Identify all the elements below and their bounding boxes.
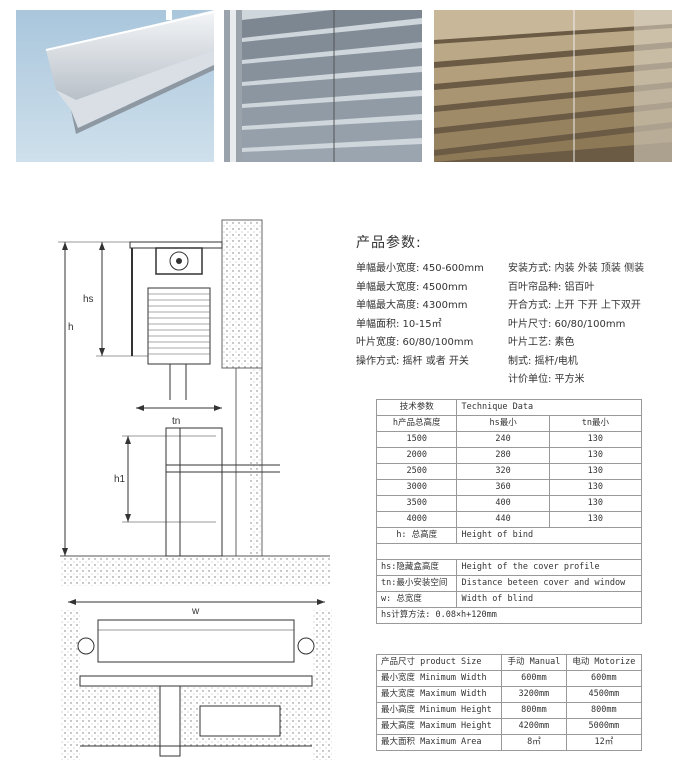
product-params: 产品参数: 单幅最小宽度: 450-600mm 单幅最大宽度: 4500mm 单…: [356, 232, 676, 400]
table-header-row: 技术参数 Technique Data: [375, 399, 642, 416]
table-header-row: 产品尺寸 product Size 手动 Manual 电动 Motorize: [375, 654, 643, 671]
product-size-table: 产品尺寸 product Size 手动 Manual 电动 Motorize …: [375, 654, 643, 751]
table-cell: 最大宽度 Maximum Width: [375, 686, 503, 703]
table-cell: Distance beteen cover and window: [456, 575, 642, 592]
table-row: 最大宽度 Maximum Width 3200mm 4500mm: [375, 686, 643, 703]
photo-blind-slats: [224, 10, 422, 162]
table-cell: 320: [456, 463, 550, 480]
label-h: h: [68, 322, 74, 333]
params-right-col: 安装方式: 内装 外装 顶装 侧装 百叶帘品种: 铝百叶 开合方式: 上开 下开…: [508, 260, 644, 390]
table-cell: Width of blind: [456, 591, 642, 608]
table-cell: 技术参数: [375, 399, 458, 416]
table-cell: 3500: [375, 495, 458, 512]
param-line: 制式: 摇杆/电机: [508, 355, 578, 367]
table-row: tn:最小安装空间 Distance beteen cover and wind…: [375, 575, 642, 592]
table-cell: 8㎡: [501, 734, 567, 751]
table-cell: 130: [548, 495, 643, 512]
table-cell: 最小宽度 Minimum Width: [375, 670, 503, 687]
table-cell: 600mm: [565, 670, 643, 687]
table-cell: 电动 Motorize: [565, 654, 643, 671]
params-title: 产品参数:: [356, 235, 422, 251]
table-cell: 最大面积 Maximum Area: [375, 734, 503, 751]
table-row: 2500 320 130: [375, 463, 643, 480]
param-line: 开合方式: 上开 下开 上下双开: [508, 300, 641, 311]
table-cell: 12㎡: [565, 734, 643, 751]
table-row: h: 总高度 Height of bind: [375, 527, 642, 544]
table-row: 2000 280 130: [375, 447, 643, 464]
table-cell: h产品总高度: [375, 415, 458, 432]
table-cell: Technique Data: [456, 399, 642, 416]
param-line: 叶片工艺: 素色: [508, 337, 575, 348]
table-row: hs:隐藏盒高度 Height of the cover profile: [375, 559, 642, 576]
table-cell: 130: [548, 511, 643, 528]
table-cell: tn:最小安装空间: [375, 575, 458, 592]
table-row: 1500 240 130: [375, 431, 643, 448]
label-tn: tn: [172, 416, 180, 427]
param-line: 安装方式: 内装 外装 顶装 侧装: [508, 263, 645, 274]
table-cell: 4500mm: [565, 686, 643, 703]
label-w: w: [191, 606, 200, 617]
table-cell: Height of the cover profile: [456, 559, 642, 576]
table-cell: 800mm: [501, 702, 567, 719]
table-cell: 600mm: [501, 670, 567, 687]
param-line: 操作方式: 摇杆 或者 开关: [356, 355, 469, 367]
table-cell: 130: [548, 479, 643, 496]
table-cell: 最大高度 Maximum Height: [375, 718, 503, 735]
table-cell: 3200mm: [501, 686, 567, 703]
installation-diagram: h hs tn: [40, 210, 340, 775]
table-row: [376, 543, 642, 560]
table-row: hs计算方法: 0.08×h+120mm: [376, 607, 642, 624]
param-line: 计价单位: 平方米: [508, 374, 585, 385]
table-cell: 130: [548, 431, 643, 448]
table-cell: 4000: [375, 511, 458, 528]
param-line: 叶片尺寸: 60/80/100mm: [508, 318, 626, 330]
table-row: 4000 440 130: [375, 511, 643, 528]
table-cell: 130: [548, 447, 643, 464]
table-cell: 360: [456, 479, 550, 496]
table-cell: 280: [456, 447, 550, 464]
table-cell: h: 总高度: [375, 527, 458, 544]
label-h1: h1: [114, 474, 126, 485]
table-cell: 130: [548, 463, 643, 480]
table-row: 最小高度 Minimum Height 800mm 800mm: [375, 702, 643, 719]
table-cell: w: 总宽度: [375, 591, 458, 608]
table-cell: 440: [456, 511, 550, 528]
param-line: 单幅最大宽度: 4500mm: [356, 281, 468, 293]
technique-table: 技术参数 Technique Data h产品总高度 hs最小 tn最小 150…: [375, 399, 643, 624]
param-line: 叶片宽度: 60/80/100mm: [356, 337, 474, 348]
table-row: 最大面积 Maximum Area 8㎡ 12㎡: [375, 734, 643, 751]
table-cell: 400: [456, 495, 550, 512]
param-line: 单幅最大高度: 4300mm: [356, 300, 468, 311]
photo-cover-profile: [16, 10, 214, 162]
table-row: w: 总宽度 Width of blind: [375, 591, 642, 608]
table-cell: hs最小: [456, 415, 550, 432]
table-cell: tn最小: [548, 415, 643, 432]
param-line: 单幅面积: 10-15㎡: [356, 318, 442, 330]
table-cell: hs计算方法: 0.08×h+120mm: [376, 607, 642, 624]
table-header-row: h产品总高度 hs最小 tn最小: [375, 415, 643, 432]
table-cell: 5000mm: [565, 718, 643, 735]
param-line: 单幅最小宽度: 450-600mm: [356, 263, 484, 274]
table-cell: Height of bind: [456, 527, 642, 544]
table-cell: 手动 Manual: [501, 654, 567, 671]
table-row: 3500 400 130: [375, 495, 643, 512]
table-row: 3000 360 130: [375, 479, 643, 496]
label-hs: hs: [83, 294, 94, 305]
params-left-col: 单幅最小宽度: 450-600mm 单幅最大宽度: 4500mm 单幅最大高度:…: [356, 260, 484, 371]
table-cell: hs:隐藏盒高度: [375, 559, 458, 576]
table-cell: 240: [456, 431, 550, 448]
table-cell: 2500: [375, 463, 458, 480]
table-cell: 4200mm: [501, 718, 567, 735]
table-cell: 最小高度 Minimum Height: [375, 702, 503, 719]
table-cell: 产品尺寸 product Size: [375, 654, 503, 671]
table-cell: [376, 543, 642, 560]
table-cell: 1500: [375, 431, 458, 448]
photo-blind-window: [434, 10, 672, 162]
table-cell: 800mm: [565, 702, 643, 719]
table-cell: 2000: [375, 447, 458, 464]
param-line: 百叶帘品种: 铝百叶: [508, 281, 595, 293]
table-row: 最大高度 Maximum Height 4200mm 5000mm: [375, 718, 643, 735]
table-cell: 3000: [375, 479, 458, 496]
table-row: 最小宽度 Minimum Width 600mm 600mm: [375, 670, 643, 687]
